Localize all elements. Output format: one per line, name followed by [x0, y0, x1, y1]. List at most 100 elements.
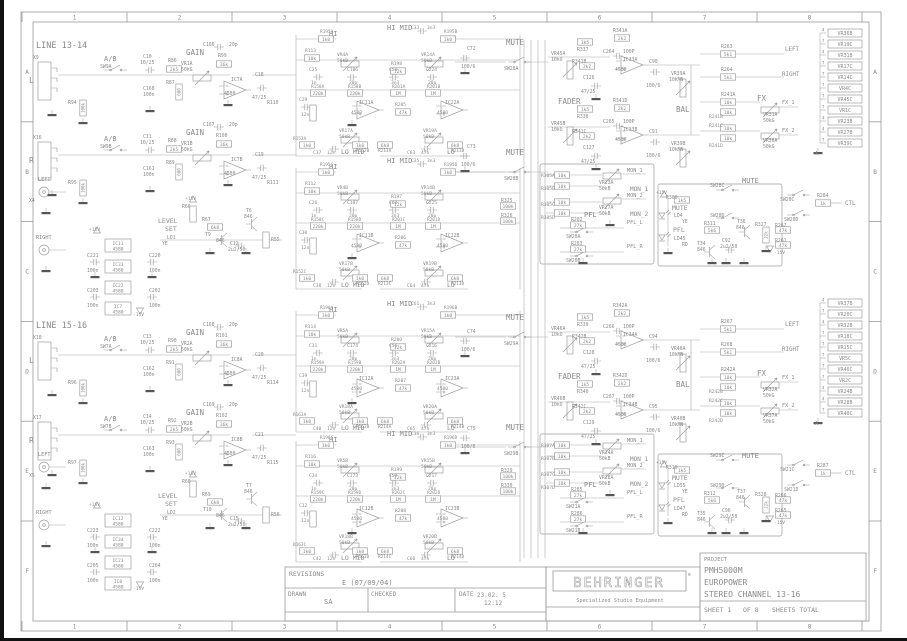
resistor-box — [577, 380, 593, 388]
component-label: R163D — [356, 554, 370, 560]
component-label: 12n — [327, 283, 336, 289]
component-label: R90 — [168, 338, 177, 344]
resistor-box — [395, 241, 411, 249]
component-label: IC34A — [623, 332, 638, 338]
resistor-box — [577, 105, 593, 113]
ic-box — [104, 238, 132, 253]
component-label: R111 — [267, 180, 279, 186]
component-label: -15V — [133, 586, 144, 592]
resistor-box — [309, 380, 317, 398]
resistor-value: 1M — [430, 224, 436, 230]
component-label: R201C — [392, 217, 406, 223]
component-label: 50kG — [763, 118, 775, 124]
opamp-symbol — [620, 400, 644, 420]
ground-icon — [145, 110, 155, 113]
resistor-box — [815, 199, 831, 207]
component-label: R159B — [348, 360, 362, 366]
component-label: R214B — [451, 424, 465, 430]
resistor-box — [440, 441, 456, 449]
resistor-box — [720, 348, 736, 356]
component-label: 10/25 — [140, 420, 155, 426]
connector-name: VR32B — [837, 323, 852, 329]
component-label: VR18A — [339, 404, 353, 410]
connector-box — [827, 309, 863, 319]
resistor-value: 2k5 — [170, 427, 179, 433]
resistor-value: 5k6 — [708, 228, 717, 234]
component-label: VR28A — [599, 475, 614, 481]
component-label: R195D — [444, 162, 458, 168]
ground-icon — [347, 257, 357, 260]
resistor-box — [262, 231, 270, 249]
component-label: R202A — [392, 360, 406, 366]
component-label: +15V — [89, 502, 100, 508]
component-label: 47n — [421, 556, 430, 562]
component-label: 10kO — [551, 402, 563, 408]
resistor-box — [304, 187, 320, 195]
component-label: 12n — [301, 245, 310, 251]
component-label: T36 — [737, 219, 746, 225]
connector-box — [827, 127, 863, 137]
led-icon — [658, 482, 666, 489]
switch-symbol — [513, 170, 516, 174]
component-label: C221 — [87, 253, 99, 259]
resistor-box — [216, 60, 232, 68]
component-label: 47/25 — [581, 89, 596, 95]
component-label: R66 — [182, 204, 191, 210]
component-label: R340 — [577, 389, 589, 395]
resistor-value: 1k5 — [581, 382, 590, 388]
component-label: VR2A — [181, 341, 193, 347]
ground-icon — [721, 262, 731, 265]
ground-icon — [223, 184, 233, 187]
connector-pin: 7 — [822, 72, 825, 77]
component-label: 3n3 — [427, 158, 436, 164]
ground-icon — [578, 532, 588, 535]
ground-icon — [145, 390, 155, 393]
component-label: SW28B — [504, 176, 519, 182]
resistor-value: 1M — [395, 224, 401, 230]
resistor-box — [775, 511, 791, 519]
component-label: IC22A — [445, 100, 460, 106]
resistor-box — [554, 452, 570, 460]
ic-type: 4580 — [112, 289, 123, 295]
component-label: 10/25 — [140, 60, 155, 66]
ground-icon — [591, 373, 601, 376]
resistor-value: 12k — [394, 69, 403, 75]
grid-ref: A — [873, 69, 877, 76]
component-label: R196B — [444, 305, 458, 311]
component-label: VR23A — [599, 180, 614, 186]
component-label: X5 — [29, 473, 35, 479]
rca-connector — [38, 519, 50, 531]
component-label: VR36A — [763, 138, 778, 144]
component-label: 20p — [349, 486, 358, 492]
component-label: R91 — [166, 360, 175, 366]
component-label: MUTE — [506, 148, 525, 157]
component-label: 100/6 — [646, 358, 661, 364]
connector-name: VR40C — [837, 411, 852, 417]
component-label: IC33A — [623, 57, 638, 63]
component-label: C19 — [255, 152, 264, 158]
resistor-value: 100k — [502, 219, 513, 225]
resistor-value: 1M — [430, 91, 436, 97]
resistor-box — [207, 223, 223, 231]
connector-pin: 7 — [822, 364, 825, 369]
component-label: LD45 — [674, 236, 686, 242]
component-label: SW20C — [780, 197, 795, 203]
resistor-value: 1M — [395, 497, 401, 503]
component-label: SET — [165, 225, 177, 233]
resistor-value: 10k — [558, 443, 567, 449]
ic-name: IC11 — [112, 241, 123, 247]
component-label: R307B — [541, 456, 555, 462]
ground-icon — [47, 194, 57, 197]
resistor-value: 2k2 — [618, 381, 627, 387]
component-label: LO MID — [341, 281, 365, 289]
resistor-box — [447, 547, 463, 555]
component-label: 47n — [421, 426, 430, 432]
resistor-value: 10k — [308, 332, 317, 338]
resistor-box — [189, 205, 197, 223]
component-label: A — [815, 151, 818, 157]
connector-pin: 4 — [822, 298, 825, 303]
component-label: R284 — [817, 193, 829, 199]
component-label: R341C — [572, 129, 587, 135]
jack-connector — [37, 421, 52, 461]
component-label: R199 — [391, 467, 402, 473]
